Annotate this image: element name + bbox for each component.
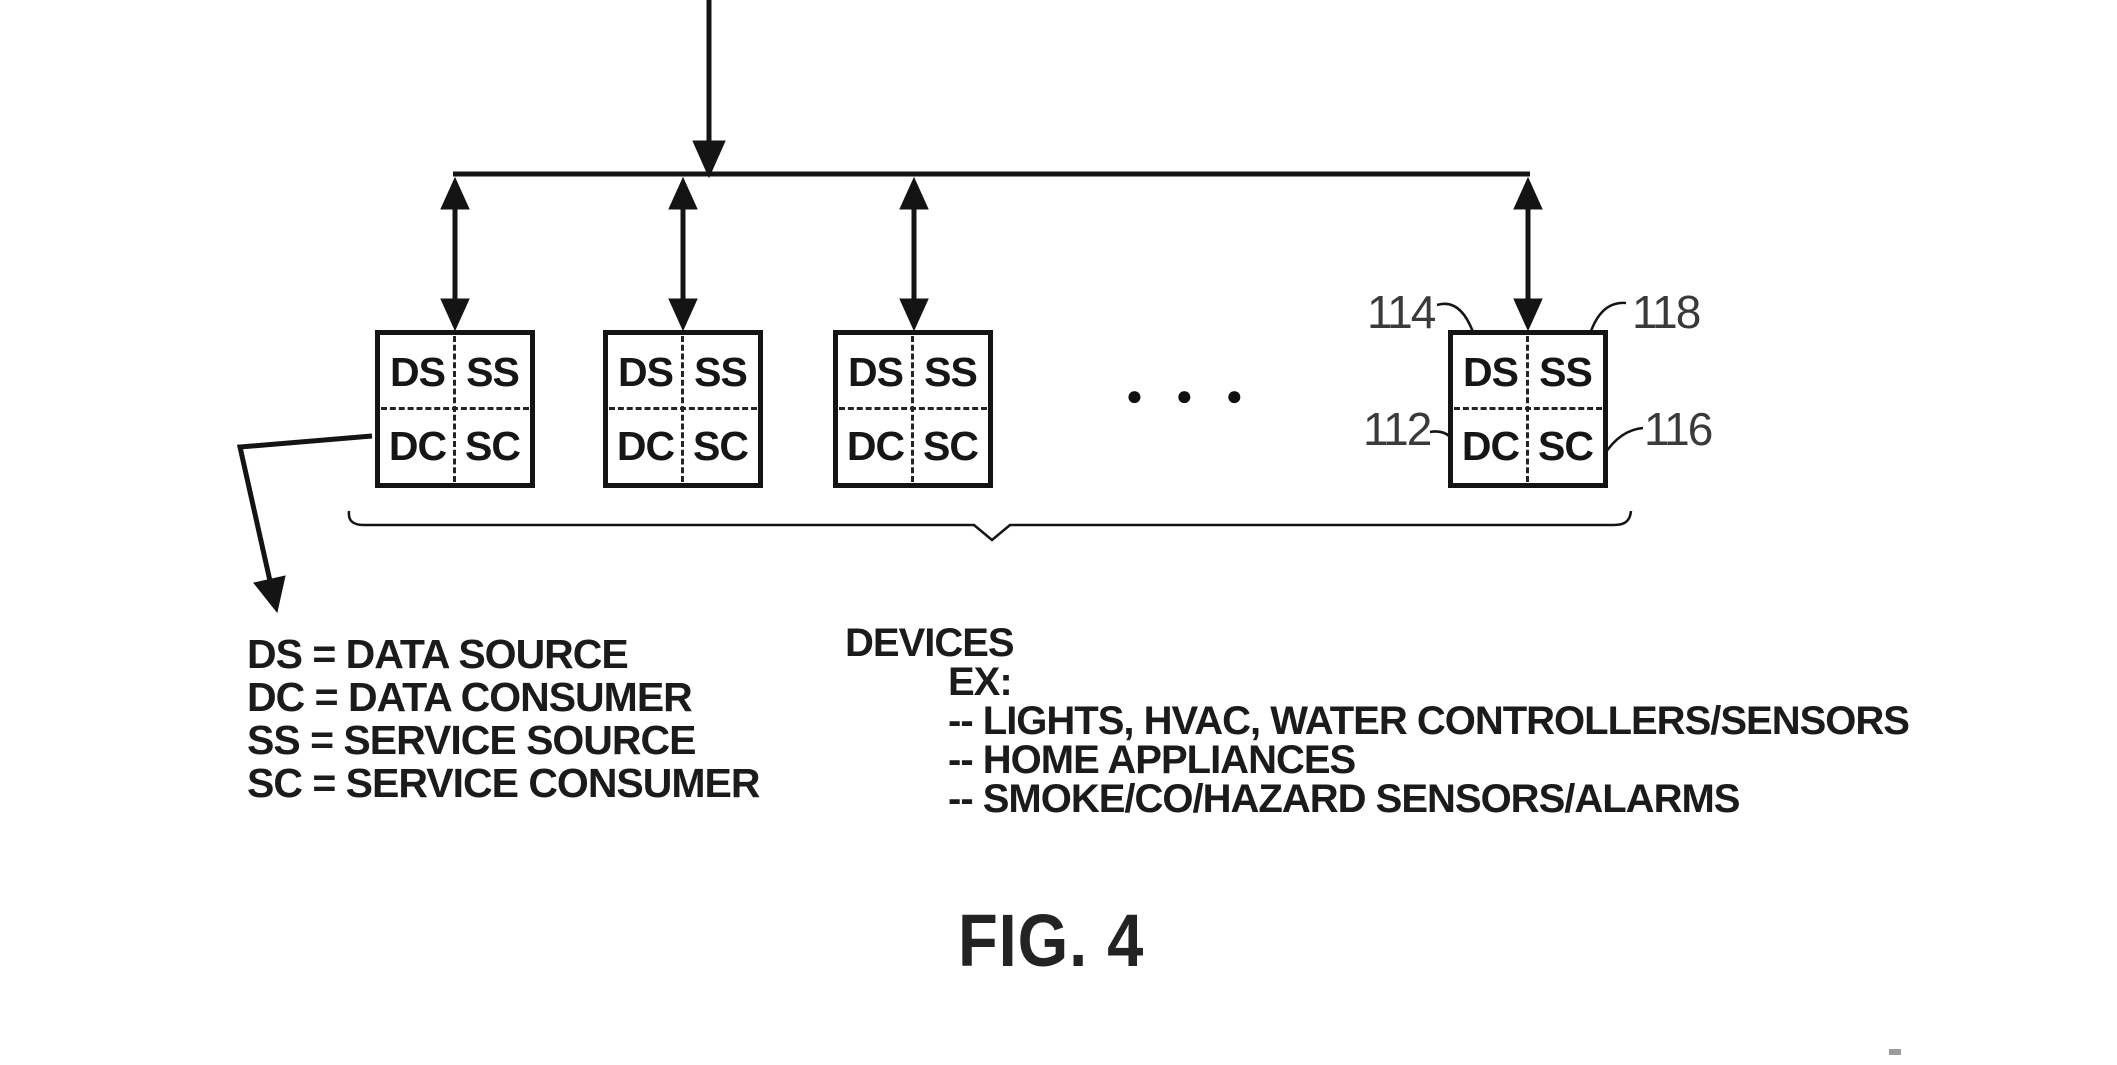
- legend-line-sc: SC = SERVICE CONSUMER: [247, 760, 761, 806]
- box-vertical-divider: [911, 336, 914, 482]
- quadrant-label-ss: SS: [924, 348, 978, 395]
- abbreviation-legend: DS = DATA SOURCE DC = DATA CONSUMER SS =…: [247, 631, 761, 806]
- devices-description: DEVICES EX: -- LIGHTS, HVAC, WATER CONTR…: [845, 621, 1910, 821]
- quadrant-label-dc: DC: [846, 422, 905, 469]
- quadrant-label-ss: SS: [466, 348, 520, 395]
- box-vertical-divider: [453, 336, 456, 482]
- quadrant-label-ds: DS: [390, 348, 446, 395]
- device-box-1: DS SS DC SC: [375, 330, 535, 488]
- figure-caption: FIG. 4: [958, 899, 1145, 982]
- bidirectional-arrow-2: [668, 176, 698, 332]
- quadrant-label-ss: SS: [1539, 348, 1593, 395]
- box-vertical-divider: [1526, 336, 1529, 482]
- quadrant-label-dc: DC: [388, 422, 447, 469]
- ref-leader-118: [1588, 301, 1627, 335]
- quadrant-label-ss: SS: [694, 348, 748, 395]
- device-box-3: DS SS DC SC: [833, 330, 993, 488]
- quadrant-label-sc: SC: [465, 422, 521, 469]
- quadrant-label-dc: DC: [1461, 422, 1520, 469]
- bidirectional-arrow-4: [1513, 176, 1543, 332]
- devices-item-smoke: -- SMOKE/CO/HAZARD SENSORS/ALARMS: [948, 777, 1740, 821]
- ref-leader-114: [1436, 302, 1475, 333]
- box-vertical-divider: [681, 336, 684, 482]
- devices-title: DEVICES: [845, 621, 1015, 665]
- legend-line-ds: DS = DATA SOURCE: [247, 631, 629, 677]
- bidirectional-arrow-1: [440, 176, 470, 332]
- legend-pointer-arrow: [236, 433, 373, 614]
- devices-item-appliances: -- HOME APPLIANCES: [948, 738, 1356, 782]
- device-box-2: DS SS DC SC: [603, 330, 763, 488]
- quadrant-label-ds: DS: [848, 348, 904, 395]
- ref-numeral-118: 118: [1632, 286, 1701, 338]
- ref-numeral-116: 116: [1644, 403, 1713, 455]
- feed-arrowhead-icon: [692, 140, 726, 179]
- legend-line-dc: DC = DATA CONSUMER: [247, 674, 693, 720]
- quadrant-label-ds: DS: [1463, 348, 1519, 395]
- ref-numeral-112: 112: [1363, 403, 1432, 455]
- quadrant-label-sc: SC: [1538, 422, 1594, 469]
- devices-example-label: EX:: [948, 660, 1013, 704]
- quadrant-label-dc: DC: [616, 422, 675, 469]
- ref-leader-116: [1602, 426, 1644, 456]
- ref-numeral-114: 114: [1367, 286, 1436, 338]
- quadrant-label-sc: SC: [693, 422, 749, 469]
- device-box-4: DS SS DC SC: [1448, 330, 1608, 488]
- devices-item-lights: -- LIGHTS, HVAC, WATER CONTROLLERS/SENSO…: [948, 699, 1910, 743]
- devices-underbrace: [347, 510, 1633, 542]
- quadrant-label-ds: DS: [618, 348, 674, 395]
- more-devices-ellipsis: ●●●: [1126, 380, 1276, 411]
- quadrant-label-sc: SC: [923, 422, 979, 469]
- legend-line-ss: SS = SERVICE SOURCE: [247, 717, 696, 763]
- scan-artifact: [1889, 1049, 1901, 1055]
- bidirectional-arrow-3: [899, 176, 929, 332]
